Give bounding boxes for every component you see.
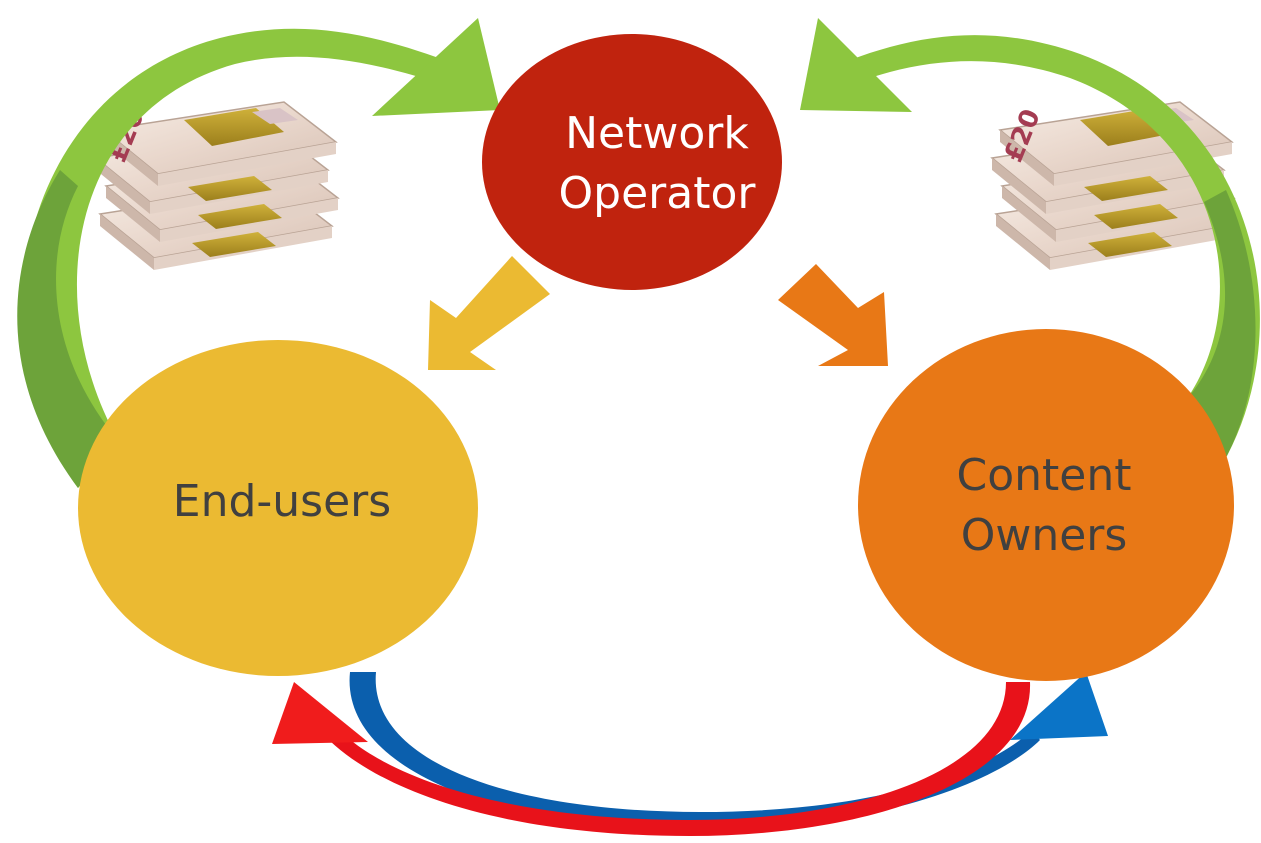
node-label: Operator bbox=[559, 168, 757, 219]
arrowhead bbox=[1010, 672, 1108, 740]
arrow-shaft-shade bbox=[1186, 190, 1256, 465]
arrow-operator-to-content-owners bbox=[778, 264, 888, 366]
red-arrow-content-owners-to-end-users bbox=[272, 682, 1031, 836]
green-arrow-content-owners-to-operator bbox=[800, 18, 1260, 465]
banknote-image-left: £20 bbox=[95, 101, 339, 271]
arrowhead bbox=[272, 682, 368, 744]
node-end-users: End-users bbox=[78, 340, 478, 676]
arrowhead bbox=[372, 18, 500, 116]
arrow-operator-to-end-users bbox=[428, 256, 550, 370]
node-network-operator: Network Operator bbox=[482, 34, 782, 290]
arrow-shaft-shade bbox=[17, 170, 118, 488]
node-label: Network bbox=[565, 108, 749, 159]
node-content-owners: Content Owners bbox=[858, 329, 1234, 681]
arrow-shaft bbox=[349, 672, 1041, 830]
blue-arrow-end-users-to-content-owners bbox=[349, 672, 1108, 830]
node-label: End-users bbox=[173, 476, 391, 527]
green-arrow-end-users-to-operator bbox=[17, 18, 500, 489]
arrowhead bbox=[800, 18, 912, 112]
node-label: Owners bbox=[961, 510, 1128, 561]
node-label: Content bbox=[957, 450, 1132, 501]
